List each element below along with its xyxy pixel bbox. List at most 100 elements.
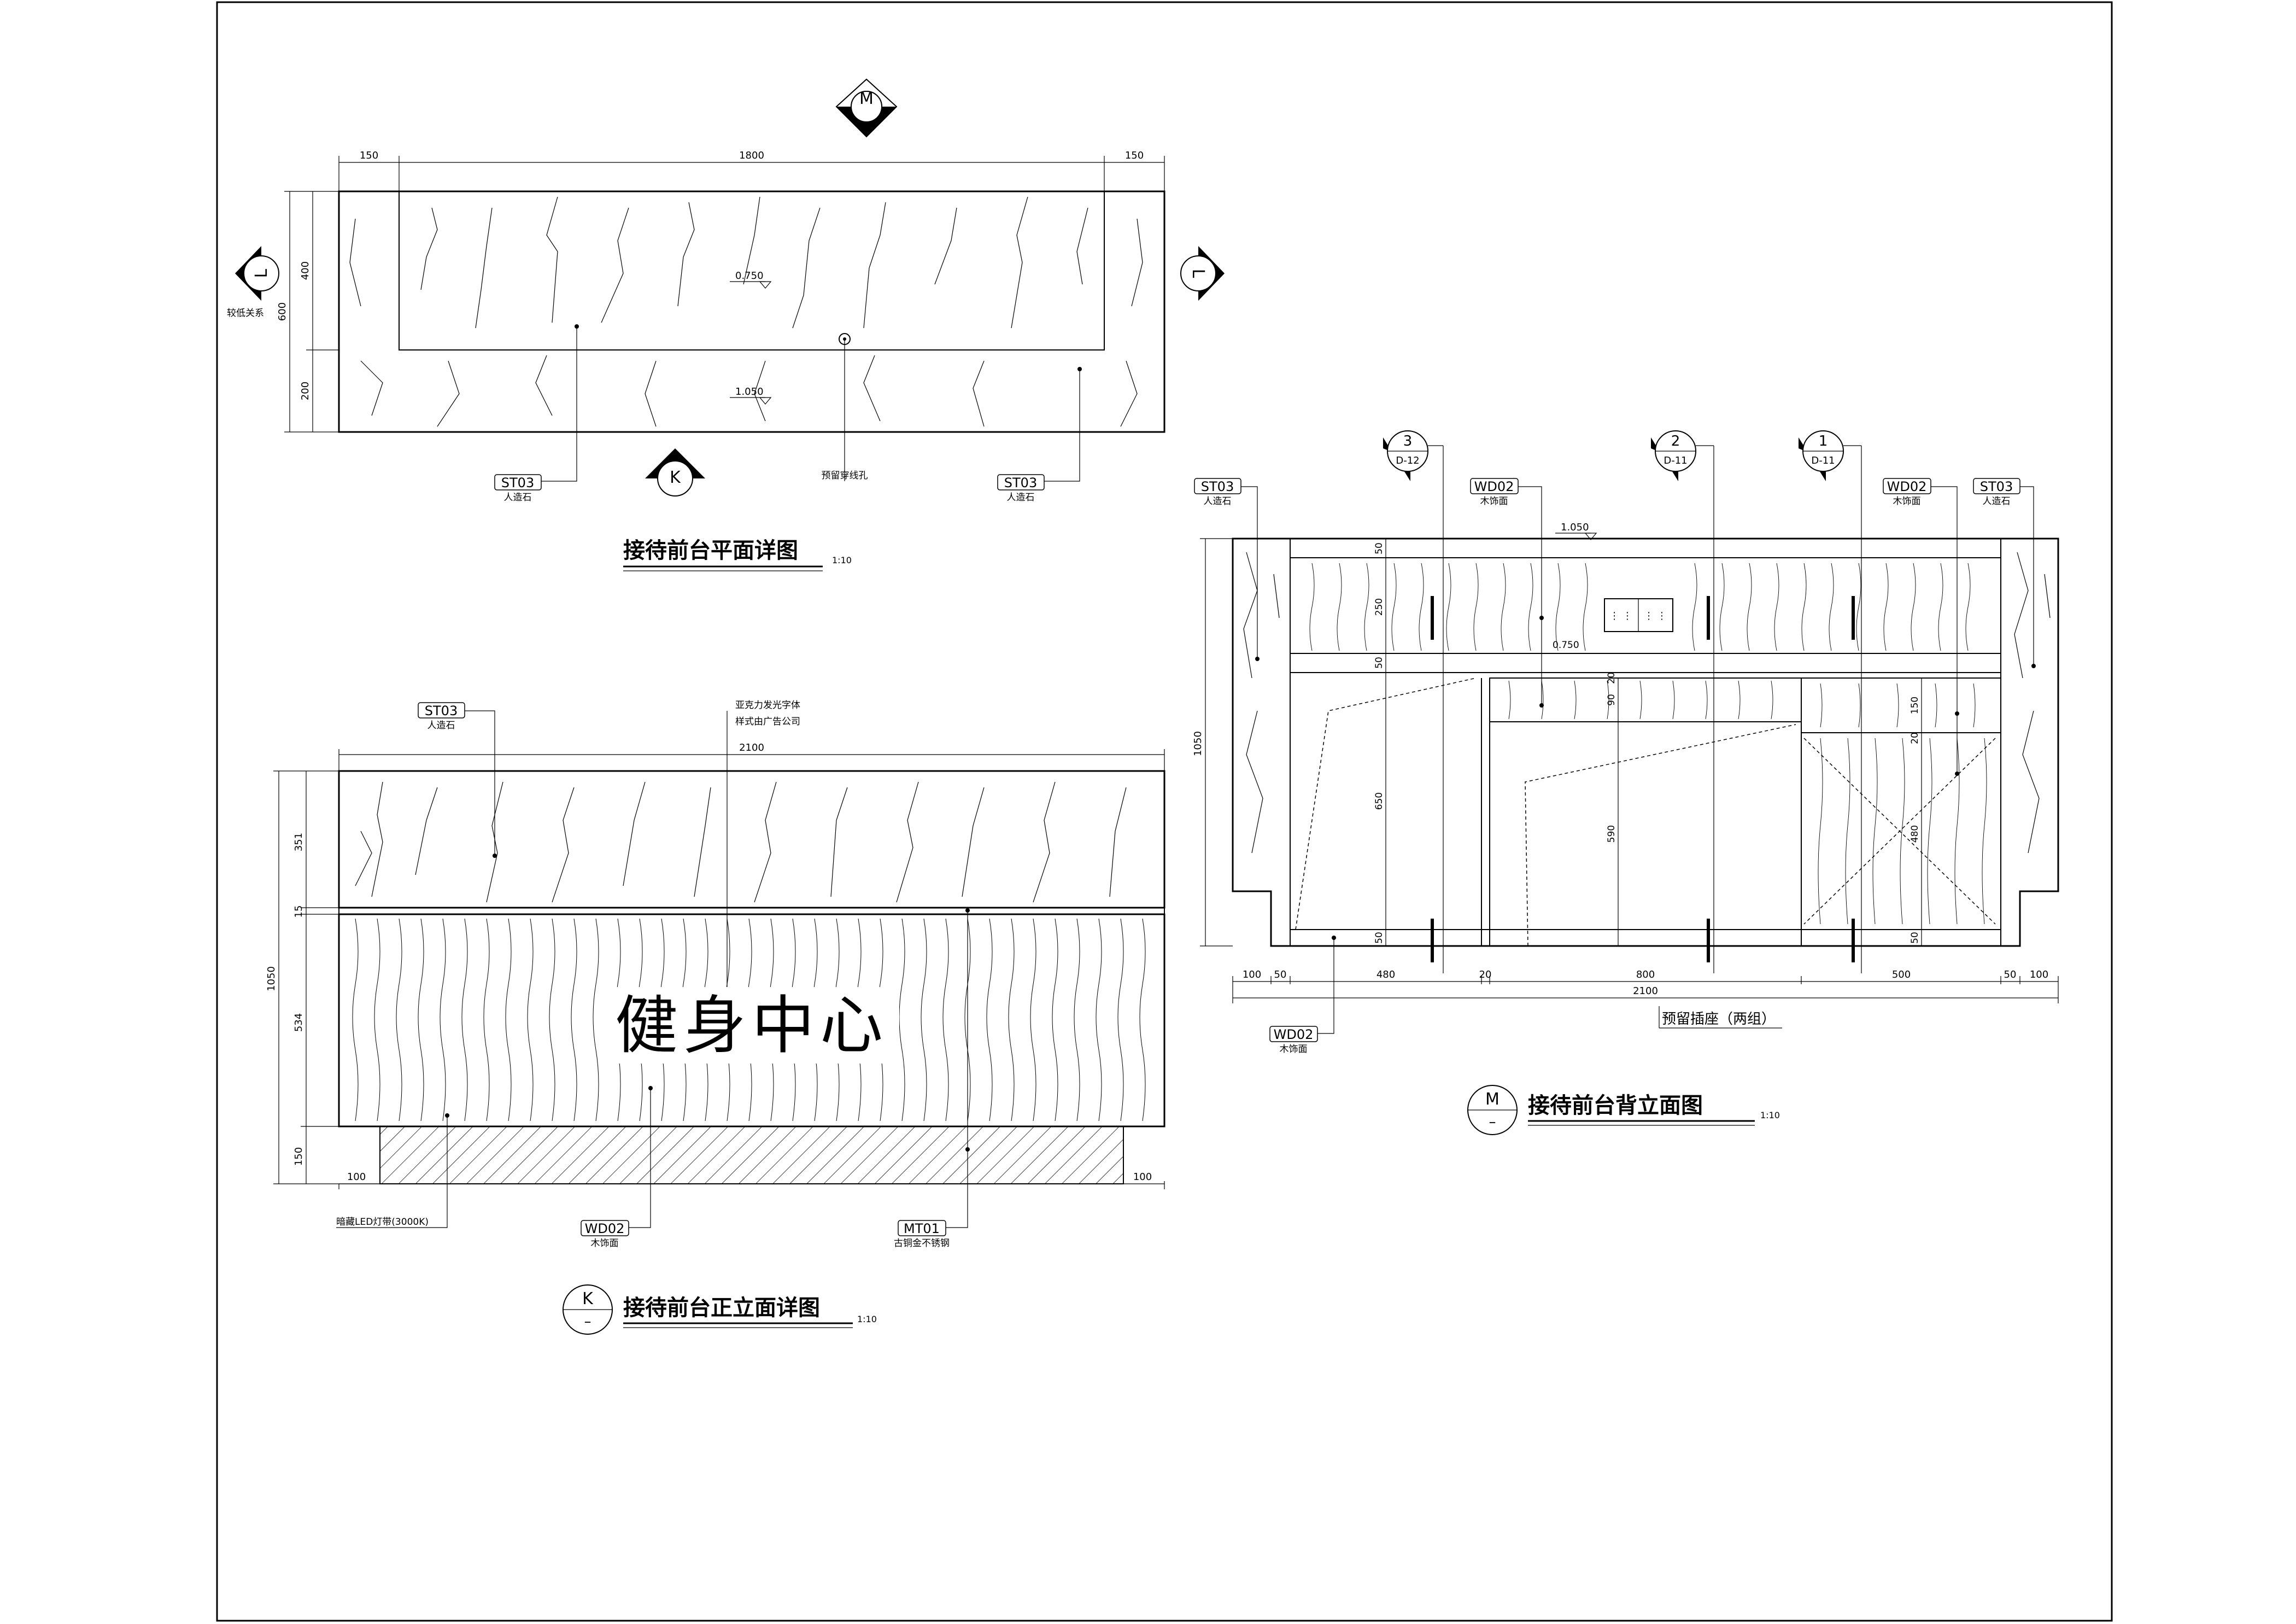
plan-tag-right-code: ST03 <box>1004 475 1037 490</box>
plan-dim-top-2: 1800 <box>739 150 764 161</box>
plan-tag-left-code: ST03 <box>501 475 534 490</box>
svg-text:⋮ ⋮: ⋮ ⋮ <box>1644 610 1667 622</box>
back-marker-label: M <box>1485 1090 1500 1109</box>
front-dim-top: 2100 <box>739 742 764 753</box>
sheet-border <box>216 1 2113 1622</box>
plan-marker-left-label: L <box>252 268 271 278</box>
plan-level-upper: 0.750 <box>735 270 764 282</box>
plan-marker-bottom: K <box>645 448 705 496</box>
back-dim-bottom-7: 50 <box>2004 969 2017 980</box>
front-marble-veins <box>355 781 1127 903</box>
back-inner-dim-5: 50 <box>1374 932 1385 944</box>
back-dim-bottom-2: 50 <box>1274 969 1287 980</box>
back-dim-bottom-4: 20 <box>1479 969 1492 980</box>
front-tag-mt-code: MT01 <box>904 1221 940 1236</box>
svg-text:–: – <box>1489 1114 1496 1130</box>
back-tag-st-left-desc: 人造石 <box>1204 496 1232 507</box>
back-section-1: 1 D-11 <box>1799 430 1862 973</box>
plan-hole-note: 预留穿线孔 <box>822 470 868 481</box>
plan-tag-left-desc: 人造石 <box>504 492 532 503</box>
front-tag-wd-code: WD02 <box>585 1221 625 1236</box>
back-tag-wd-bottom-desc: 木饰面 <box>1280 1044 1308 1055</box>
back-scale: 1:10 <box>1760 1110 1780 1120</box>
back-handles <box>1431 596 1855 962</box>
back-dim-bottom-3: 480 <box>1377 969 1395 980</box>
back-level-inner: 0.750 <box>1553 640 1579 651</box>
front-dim-overall: 1050 <box>266 966 277 991</box>
back-tag-wd-left-code: WD02 <box>1474 479 1514 494</box>
back-title: 接待前台背立面图 <box>1528 1093 1703 1118</box>
back-inner-dim-6: 90 <box>1606 694 1617 706</box>
back-section-3-ref: D-12 <box>1396 455 1419 466</box>
plan-dim-left-1: 400 <box>300 261 311 280</box>
plan-marker-top: M <box>835 78 898 138</box>
plan-marker-right-label: L <box>1188 269 1208 278</box>
back-inner-dim-12: 50 <box>1910 932 1920 944</box>
plan-left-note: 较低关系 <box>227 308 264 319</box>
back-section-2-num: 2 <box>1671 433 1680 449</box>
back-inner-dim-7: 20 <box>1606 672 1617 684</box>
front-scale: 1:10 <box>857 1314 877 1324</box>
back-inner-dim-1: 50 <box>1374 542 1385 554</box>
front-tag-wd-desc: 木饰面 <box>591 1238 619 1249</box>
plan-tag-right-desc: 人造石 <box>1007 492 1035 503</box>
back-tag-wd-right-desc: 木饰面 <box>1893 496 1921 507</box>
plan-marble-veins <box>349 196 1143 427</box>
plan-dim-left-2: 200 <box>300 382 311 400</box>
plan-scale: 1:10 <box>832 555 852 565</box>
back-inner-dim-4: 650 <box>1374 792 1385 810</box>
front-dim-left-2: 15 <box>293 906 304 918</box>
svg-text:–: – <box>584 1313 591 1330</box>
back-tag-wd-bottom-code: WD02 <box>1274 1027 1314 1042</box>
svg-text:⋮ ⋮: ⋮ ⋮ <box>1609 610 1632 622</box>
back-tag-wd-left-desc: 木饰面 <box>1480 496 1508 507</box>
front-dim-left-1: 351 <box>293 833 304 851</box>
front-view: ST03 人造石 亚克力发光字体 样式由广告公司 2100 1050 351 1… <box>266 700 1165 1335</box>
back-view: 3 D-12 2 D-11 1 D-11 ST03 人造石 <box>1192 430 2059 1135</box>
back-dim-bottom-total: 2100 <box>1633 985 1658 997</box>
back-inner-dim-9: 150 <box>1910 697 1920 714</box>
back-section-2-ref: D-11 <box>1664 455 1687 466</box>
plan-dim-top-1: 150 <box>360 150 378 161</box>
back-wood-grain <box>1309 563 1987 925</box>
front-title: 接待前台正立面详图 <box>623 1295 820 1321</box>
back-tag-st-left-code: ST03 <box>1201 479 1234 494</box>
front-dim-bottom-left: 100 <box>347 1171 366 1183</box>
front-tag-top-desc: 人造石 <box>427 720 455 731</box>
back-socket-note: 预留插座（两组） <box>1662 1011 1776 1027</box>
back-inner-dim-2: 250 <box>1374 598 1385 616</box>
back-dim-bottom-5: 800 <box>1636 969 1655 980</box>
front-sign-text: 健身中心 <box>615 989 888 1062</box>
plan-level-lower: 1.050 <box>735 386 764 398</box>
front-tag-top-code: ST03 <box>425 703 458 718</box>
back-inner-dim-11: 480 <box>1910 825 1920 843</box>
front-dim-bottom-right: 100 <box>1133 1171 1152 1183</box>
plan-marker-left: L <box>235 246 279 301</box>
front-note-line2: 样式由广告公司 <box>735 716 800 727</box>
back-dim-overall-left: 1050 <box>1192 731 1204 756</box>
plan-marker-bottom-label: K <box>670 468 681 487</box>
plan-title: 接待前台平面详图 <box>623 538 798 563</box>
back-section-3-num: 3 <box>1403 433 1413 449</box>
back-inner-dim-10: 20 <box>1910 732 1920 744</box>
front-led-note: 暗藏LED灯带(3000K) <box>336 1217 429 1228</box>
back-dim-bottom-1: 100 <box>1243 969 1261 980</box>
back-inner-dim-3: 50 <box>1374 657 1385 669</box>
plan-marker-right: L <box>1180 246 1225 301</box>
back-tag-st-right-code: ST03 <box>1980 479 2013 494</box>
front-dim-left-3: 534 <box>293 1013 304 1032</box>
back-dim-bottom-6: 500 <box>1892 969 1911 980</box>
plan-view: M 150 1800 150 600 400 200 L 较低关系 L <box>227 78 1225 571</box>
back-tag-wd-right-code: WD02 <box>1887 479 1927 494</box>
front-note-line1: 亚克力发光字体 <box>735 700 800 711</box>
front-marker-label: K <box>582 1289 594 1308</box>
back-section-2: 2 D-11 <box>1651 430 1714 973</box>
back-section-3: 3 D-12 <box>1383 430 1444 973</box>
back-marble-veins <box>1243 552 2051 854</box>
back-inner-dim-8: 590 <box>1606 825 1617 843</box>
plan-marker-top-label: M <box>859 89 874 108</box>
plan-dim-top-3: 150 <box>1125 150 1144 161</box>
back-dim-bottom-8: 100 <box>2030 969 2048 980</box>
plan-dim-overall: 600 <box>277 302 288 321</box>
